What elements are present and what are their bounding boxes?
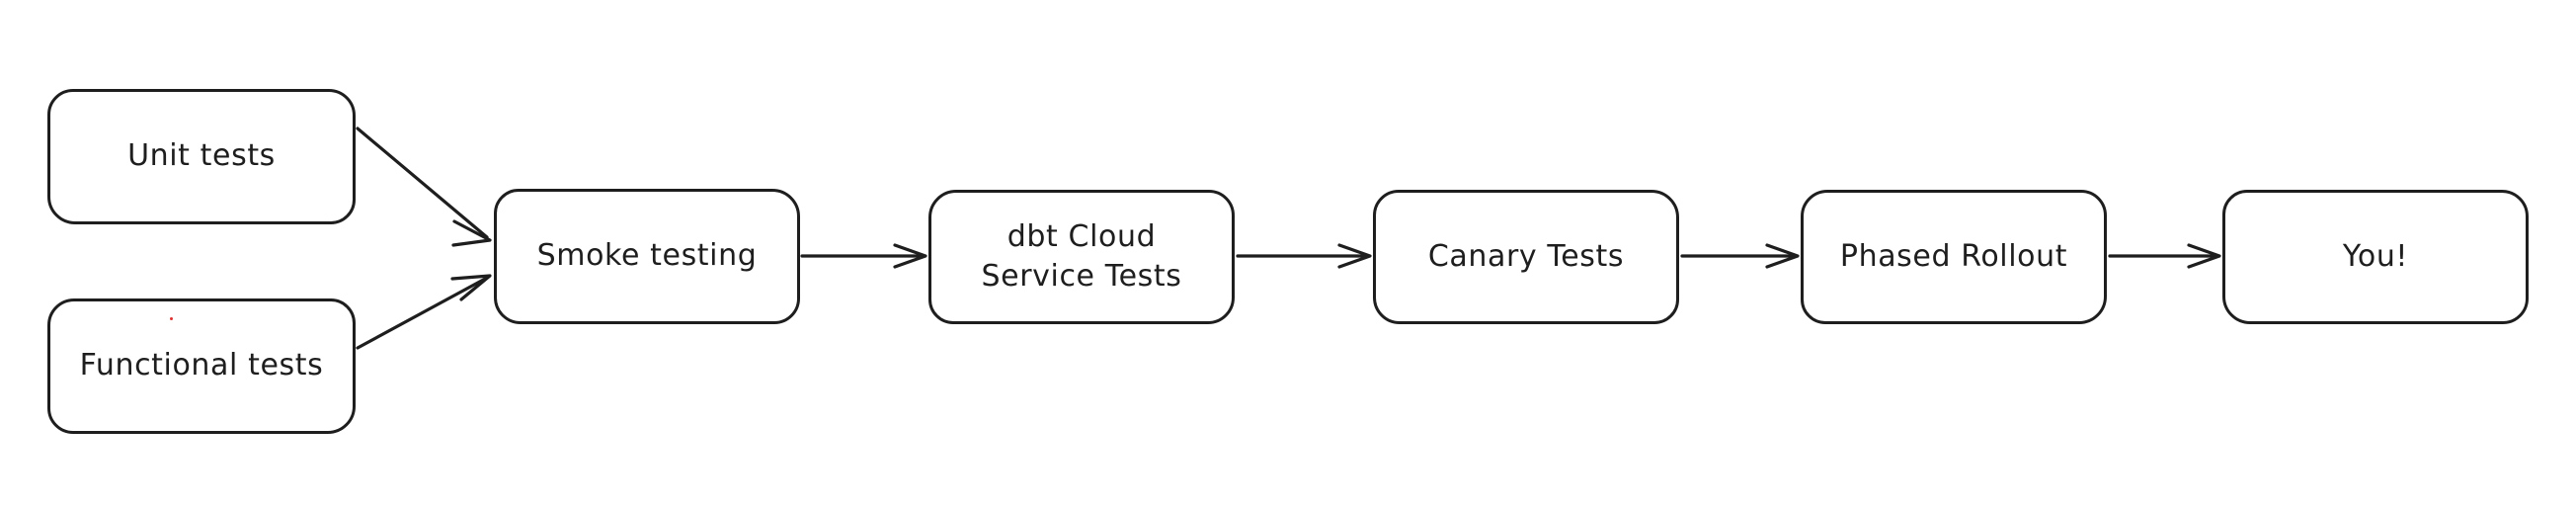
node-phased-rollout-label: Phased Rollout: [1839, 238, 2068, 274]
edge-functional-to-smoke: [356, 274, 492, 350]
node-functional-tests[interactable]: Functional tests: [47, 298, 356, 434]
node-dbt-cloud-service-tests-label: dbt Cloud Service Tests: [981, 218, 1182, 294]
node-canary-tests[interactable]: Canary Tests: [1373, 190, 1679, 324]
edge-phased-to-you: [2108, 243, 2221, 269]
node-phased-rollout[interactable]: Phased Rollout: [1801, 190, 2107, 324]
node-smoke-testing[interactable]: Smoke testing: [494, 189, 800, 324]
node-dbt-cloud-service-tests[interactable]: dbt Cloud Service Tests: [928, 190, 1235, 324]
edge-smoke-to-dbt: [800, 243, 927, 269]
node-you[interactable]: You!: [2222, 190, 2529, 324]
edge-unit-to-smoke: [356, 127, 492, 247]
edge-dbt-to-canary: [1236, 243, 1372, 269]
node-unit-tests-label: Unit tests: [127, 138, 276, 174]
node-smoke-testing-label: Smoke testing: [536, 238, 758, 274]
node-canary-tests-label: Canary Tests: [1427, 238, 1625, 274]
red-speck-artifact: [170, 317, 173, 320]
edge-canary-to-phased: [1680, 243, 1800, 269]
node-you-label: You!: [2342, 238, 2409, 274]
node-unit-tests[interactable]: Unit tests: [47, 89, 356, 224]
node-functional-tests-label: Functional tests: [79, 348, 324, 383]
